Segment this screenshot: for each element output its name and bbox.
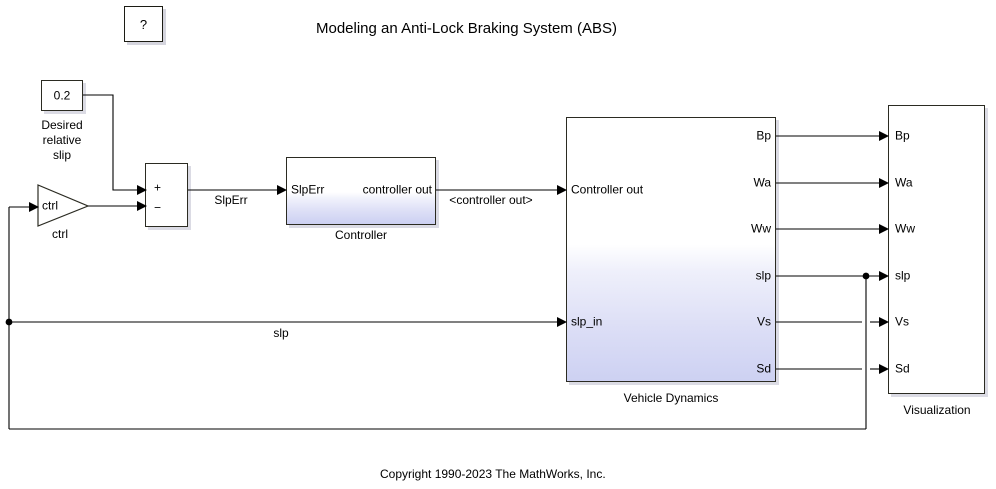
visualization-in-port-slp: slp bbox=[895, 268, 911, 283]
arrowhead-controller-in bbox=[277, 185, 287, 195]
junction-dot-slp-branch bbox=[862, 272, 870, 280]
signal-label-controller-out: <controller out> bbox=[449, 193, 533, 207]
sum-plus-sign: + bbox=[154, 180, 162, 195]
vehicle-dynamics-out-port-bp: Bp bbox=[756, 128, 771, 143]
constant-caption-line2: relative bbox=[42, 133, 82, 147]
vehicle-dynamics-out-port-slp: slp bbox=[755, 268, 771, 283]
arrowhead-gain-in bbox=[29, 202, 39, 212]
vehicle-dynamics-in-port-slp-in: slp_in bbox=[571, 314, 603, 329]
sum-minus-sign: − bbox=[154, 200, 162, 215]
visualization-block[interactable] bbox=[888, 105, 985, 394]
help-question-label: ? bbox=[139, 16, 148, 32]
visualization-in-port-bp: Bp bbox=[895, 128, 910, 143]
visualization-in-port-sd: Sd bbox=[895, 361, 910, 376]
copyright-notice: Copyright 1990-2023 The MathWorks, Inc. bbox=[380, 467, 606, 481]
visualization-in-port-vs: Vs bbox=[895, 314, 910, 329]
vehicle-dynamics-in-port-controller-out: Controller out bbox=[571, 182, 644, 197]
arrowhead-vis-bp bbox=[879, 131, 889, 141]
vehicle-dynamics-out-port-wa: Wa bbox=[753, 175, 771, 190]
arrowhead-vis-wa bbox=[879, 178, 889, 188]
vehicle-dynamics-subsystem-block[interactable] bbox=[566, 117, 776, 382]
arrowhead-vehicle-slp-in bbox=[557, 317, 567, 327]
arrowhead-vis-vs bbox=[879, 317, 889, 327]
visualization-caption: Visualization bbox=[903, 403, 971, 417]
gain-block-caption: ctrl bbox=[52, 227, 68, 241]
arrowhead-vis-slp bbox=[879, 271, 889, 281]
visualization-in-port-wa: Wa bbox=[895, 175, 913, 190]
signal-label-slperr: SlpErr bbox=[214, 193, 248, 207]
controller-caption: Controller bbox=[334, 228, 388, 242]
help-question-block[interactable]: ? bbox=[124, 6, 163, 42]
constant-block-value: 0.2 bbox=[53, 88, 71, 103]
controller-subsystem-block[interactable] bbox=[286, 157, 436, 225]
constant-caption-line1: Desired bbox=[41, 118, 83, 132]
junction-dot-left bbox=[5, 318, 13, 326]
sum-block[interactable] bbox=[145, 163, 188, 227]
constant-caption-line3: slip bbox=[52, 148, 72, 162]
vehicle-dynamics-out-port-ww: Ww bbox=[751, 221, 771, 236]
signal-label-slp: slp bbox=[273, 326, 289, 340]
arrowhead-sum-plus bbox=[137, 185, 147, 195]
gain-block-label: ctrl bbox=[42, 198, 58, 213]
arrowhead-vehicle-controller-out bbox=[557, 185, 567, 195]
arrowhead-vis-ww bbox=[879, 224, 889, 234]
vehicle-dynamics-caption: Vehicle Dynamics bbox=[623, 391, 719, 405]
controller-out-port-label: controller out bbox=[362, 182, 432, 197]
page-title: Modeling an Anti-Lock Braking System (AB… bbox=[316, 20, 617, 37]
constant-block-desired-slip[interactable] bbox=[41, 80, 83, 111]
visualization-in-port-ww: Ww bbox=[895, 221, 915, 236]
wire-constant-to-sum bbox=[83, 94, 137, 191]
vehicle-dynamics-out-port-vs: Vs bbox=[756, 314, 771, 329]
arrowhead-vis-sd bbox=[879, 364, 889, 374]
vehicle-dynamics-out-port-sd: Sd bbox=[756, 361, 771, 376]
controller-in-port-label: SlpErr bbox=[291, 182, 325, 197]
arrowhead-sum-minus bbox=[137, 201, 147, 211]
gain-block-ctrl[interactable] bbox=[37, 184, 90, 227]
